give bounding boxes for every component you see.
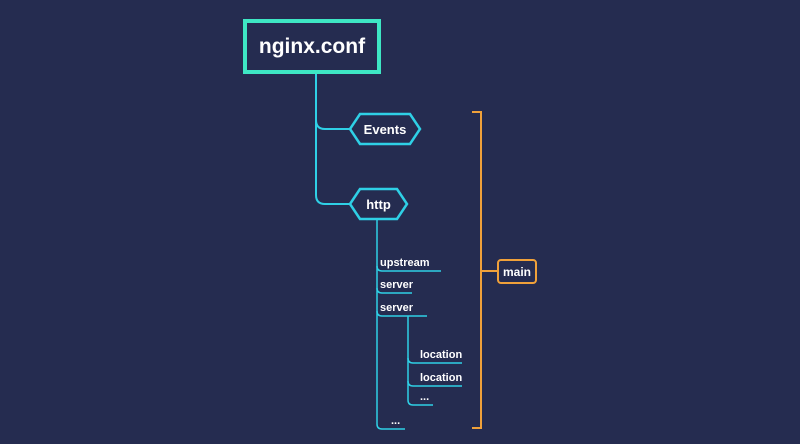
root-node-box [243, 19, 381, 74]
server-1-label: server [380, 279, 414, 291]
upstream-branch-line [376, 265, 441, 272]
location-1-label: location [420, 349, 463, 361]
events-node-label: Events [363, 121, 407, 137]
server-2-label: server [380, 302, 414, 314]
http-trunk-line [376, 219, 405, 430]
server-trunk-line [407, 316, 433, 406]
location-2-branch-line [407, 380, 462, 387]
server-1-branch-line [376, 287, 412, 294]
server-more-label: ... [420, 391, 430, 403]
http-hexagon [348, 187, 409, 221]
events-branch-line [315, 119, 354, 130]
main-bracket [472, 111, 482, 429]
upstream-label: upstream [380, 257, 430, 269]
http-more-label: ... [391, 415, 401, 427]
main-label-box [497, 259, 537, 284]
events-hexagon [348, 112, 422, 146]
root-node-label: nginx.conf [258, 34, 366, 58]
main-label: main [502, 264, 531, 279]
location-1-branch-line [407, 357, 462, 364]
root-trunk-line [315, 74, 354, 205]
server-2-branch-line [376, 310, 427, 317]
location-2-label: location [420, 372, 463, 384]
http-node-label: http [366, 196, 391, 212]
